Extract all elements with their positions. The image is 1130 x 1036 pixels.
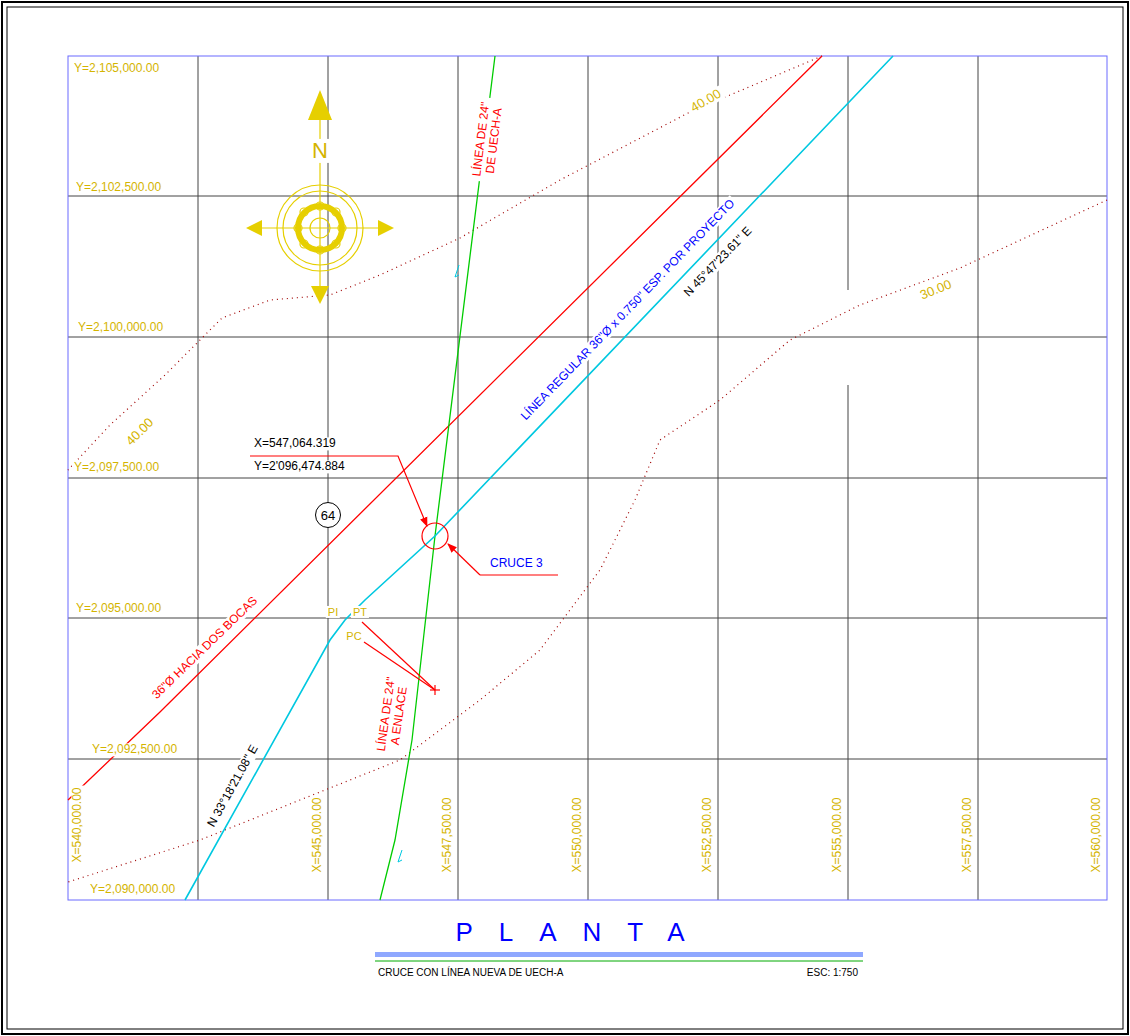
pipeline-24 bbox=[380, 56, 495, 900]
callout-number: 64 bbox=[315, 502, 341, 528]
contour-elevation: 40.00 bbox=[687, 86, 726, 117]
grid-coordinate: X=557,500.00 bbox=[961, 795, 974, 874]
north-letter: N bbox=[310, 139, 330, 163]
pipeline-36-dos-bocas bbox=[68, 56, 822, 800]
grid-coordinate: Y=2,100,000.00 bbox=[76, 321, 165, 334]
grid-coordinate: X=555,000.00 bbox=[831, 795, 844, 874]
leader-line bbox=[480, 574, 558, 575]
contour-elevation: 40.00 bbox=[122, 414, 158, 450]
scale-note: ESC: 1:750 bbox=[805, 967, 860, 978]
grid-coordinate: X=560,000.00 bbox=[1090, 795, 1103, 874]
grid-coordinate: X=550,000.00 bbox=[571, 795, 584, 874]
pipeline-name: 36"Ø HACIA DOS BOCAS bbox=[148, 593, 261, 703]
callout-text: 64 bbox=[321, 508, 335, 523]
pipeline-name: LÍNEA DE 24" A ENLACE bbox=[374, 672, 412, 759]
grid-coordinate: X=545,000.00 bbox=[311, 795, 324, 874]
contour-line bbox=[68, 56, 1107, 882]
curve-point: PC bbox=[344, 630, 363, 642]
north-arrow bbox=[258, 115, 382, 290]
sheet-border bbox=[7, 7, 1123, 1029]
grid-coordinate: X=547,500.00 bbox=[441, 795, 454, 874]
north-arrow-heads bbox=[246, 90, 394, 304]
grid-coordinate: Y=2,092,500.00 bbox=[90, 743, 179, 756]
grid-coordinate: X=540,000.00 bbox=[71, 785, 84, 864]
coordinate-grid bbox=[68, 56, 1107, 900]
crossing-coordinate: X=547,064.319 bbox=[252, 437, 338, 450]
grid-coordinate: Y=2,090,000.00 bbox=[88, 883, 177, 896]
crossing-circle bbox=[422, 523, 448, 549]
grid-coordinate: X=552,500.00 bbox=[701, 795, 714, 874]
grid-coordinate: Y=2,105,000.00 bbox=[72, 62, 161, 75]
contour-elevation: 30.00 bbox=[916, 277, 955, 304]
curve-point: PT bbox=[351, 606, 369, 618]
drawing-caption: CRUCE CON LÍNEA NUEVA DE UECH-A bbox=[378, 967, 563, 978]
title-underline bbox=[375, 961, 863, 962]
drawing-title: PLANTA bbox=[429, 917, 710, 948]
pipeline-name: LÍNEA REGULAR 36"Ø x 0.750" ESP. POR PRO… bbox=[517, 196, 739, 425]
pipeline-36-project bbox=[185, 56, 893, 900]
flow-mark bbox=[455, 265, 459, 277]
pipeline-name: LÍNEA DE 24" DE UECH-A bbox=[470, 97, 506, 184]
pipeline-bearing: N 33°18'21.08" E bbox=[204, 741, 262, 831]
curve-point: PI bbox=[326, 606, 340, 618]
grid-coordinate: Y=2,097,500.00 bbox=[72, 461, 161, 474]
leader-line bbox=[448, 544, 480, 575]
flow-mark bbox=[398, 850, 402, 862]
grid-coordinate: Y=2,102,500.00 bbox=[74, 181, 163, 194]
crossing-coordinate: Y=2'096,474.884 bbox=[252, 460, 347, 473]
grid-coordinate: Y=2,095,000.00 bbox=[74, 602, 163, 615]
crossing-name: CRUCE 3 bbox=[488, 557, 545, 570]
title-underline bbox=[375, 952, 863, 957]
map-frame bbox=[68, 56, 1107, 900]
